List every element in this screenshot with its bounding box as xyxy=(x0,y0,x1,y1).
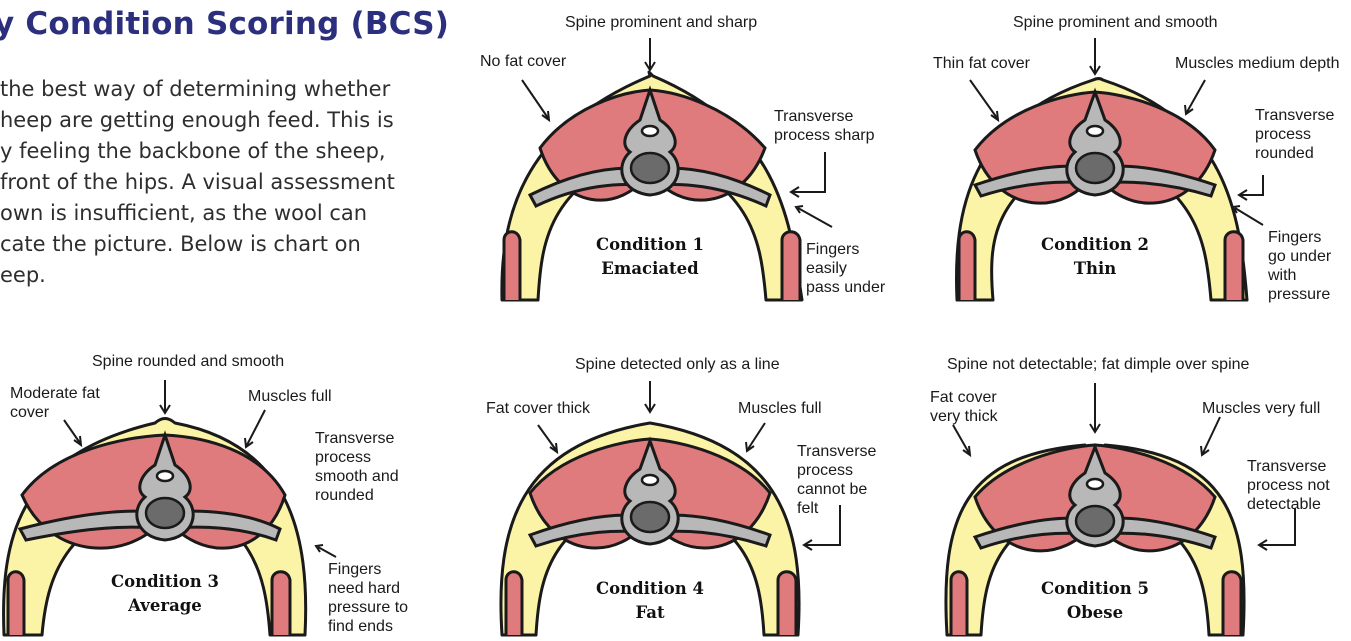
transverse-label: Transverse process smooth and rounded xyxy=(315,429,399,505)
transverse-line: Transverse xyxy=(1247,457,1330,476)
condition-title: Condition 2 Thin xyxy=(1025,233,1165,281)
condition-name: Condition 1 xyxy=(580,233,720,257)
transverse-label: Transverse process sharp xyxy=(774,107,875,145)
fingers-line: find ends xyxy=(328,617,408,636)
fat-label: Thin fat cover xyxy=(933,54,1030,73)
fingers-label: Fingers go under with pressure xyxy=(1268,228,1331,304)
fingers-line: with xyxy=(1268,266,1331,285)
spine-label: Spine prominent and smooth xyxy=(1013,13,1218,32)
condition-descriptor: Thin xyxy=(1025,257,1165,281)
transverse-line: Transverse xyxy=(1255,106,1334,125)
transverse-label: Transverse process rounded xyxy=(1255,106,1334,163)
muscles-label: Muscles medium depth xyxy=(1175,54,1340,73)
intro-line: heep are getting enough feed. This is xyxy=(0,105,470,136)
condition-title: Condition 5 Obese xyxy=(1025,577,1165,625)
fingers-line: Fingers xyxy=(1268,228,1331,247)
intro-paragraph: the best way of determining whether heep… xyxy=(0,74,470,291)
condition-1-panel: Spine prominent and sharp No fat cover T… xyxy=(480,0,920,310)
fingers-line: easily xyxy=(806,259,885,278)
transverse-line: smooth and xyxy=(315,467,399,486)
condition-name: Condition 5 xyxy=(1025,577,1165,601)
transverse-line: rounded xyxy=(1255,144,1334,163)
transverse-line: process not xyxy=(1247,476,1330,495)
fingers-line: Fingers xyxy=(328,560,408,579)
intro-line: front of the hips. A visual assessment xyxy=(0,167,470,198)
intro-line: eep. xyxy=(0,260,470,291)
fingers-line: go under xyxy=(1268,247,1331,266)
condition-title: Condition 3 Average xyxy=(95,570,235,618)
transverse-label: Transverse process not detectable xyxy=(1247,457,1330,514)
fingers-label: Fingers need hard pressure to find ends xyxy=(328,560,408,636)
fat-label: No fat cover xyxy=(480,52,566,71)
transverse-line: process xyxy=(797,461,876,480)
fat-line: Moderate fat xyxy=(10,384,100,403)
transverse-line: Transverse xyxy=(774,107,875,126)
muscles-label: Muscles full xyxy=(738,399,822,418)
transverse-line: process sharp xyxy=(774,126,875,145)
condition-descriptor: Average xyxy=(95,594,235,618)
intro-line: own is insufficient, as the wool can xyxy=(0,198,470,229)
transverse-line: detectable xyxy=(1247,495,1330,514)
transverse-line: felt xyxy=(797,499,876,518)
condition-descriptor: Emaciated xyxy=(580,257,720,281)
fat-line: Fat cover xyxy=(930,388,998,407)
condition-title: Condition 1 Emaciated xyxy=(580,233,720,281)
condition-4-panel: Spine detected only as a line Fat cover … xyxy=(480,345,920,641)
condition-5-panel: Spine not detectable; fat dimple over sp… xyxy=(925,345,1351,641)
spine-label: Spine detected only as a line xyxy=(575,355,780,374)
transverse-line: Transverse xyxy=(797,442,876,461)
muscles-label: Muscles very full xyxy=(1202,399,1320,418)
condition-title: Condition 4 Fat xyxy=(580,577,720,625)
spine-label: Spine not detectable; fat dimple over sp… xyxy=(947,355,1249,374)
transverse-line: rounded xyxy=(315,486,399,505)
transverse-line: cannot be xyxy=(797,480,876,499)
transverse-line: process xyxy=(315,448,399,467)
spine-label: Spine prominent and sharp xyxy=(565,13,757,32)
transverse-line: process xyxy=(1255,125,1334,144)
spine-label: Spine rounded and smooth xyxy=(92,352,284,371)
fingers-line: pass under xyxy=(806,278,885,297)
condition-descriptor: Obese xyxy=(1025,601,1165,625)
intro-line: the best way of determining whether xyxy=(0,74,470,105)
fat-line: cover xyxy=(10,403,100,422)
fingers-label: Fingers easily pass under xyxy=(806,240,885,297)
fingers-line: pressure to xyxy=(328,598,408,617)
fat-label: Moderate fat cover xyxy=(10,384,100,422)
page-title: y Condition Scoring (BCS) xyxy=(0,6,449,42)
condition-descriptor: Fat xyxy=(580,601,720,625)
muscles-label: Muscles full xyxy=(248,387,332,406)
fingers-line: pressure xyxy=(1268,285,1331,304)
fat-line: very thick xyxy=(930,407,998,426)
condition-name: Condition 3 xyxy=(95,570,235,594)
condition-3-panel: Spine rounded and smooth Moderate fat co… xyxy=(0,345,470,641)
fingers-line: Fingers xyxy=(806,240,885,259)
fat-label: Fat cover very thick xyxy=(930,388,998,426)
fingers-line: need hard xyxy=(328,579,408,598)
condition-name: Condition 4 xyxy=(580,577,720,601)
condition-2-panel: Spine prominent and smooth Thin fat cove… xyxy=(925,0,1351,310)
condition-name: Condition 2 xyxy=(1025,233,1165,257)
intro-line: cate the picture. Below is chart on xyxy=(0,229,470,260)
intro-line: y feeling the backbone of the sheep, xyxy=(0,136,470,167)
transverse-line: Transverse xyxy=(315,429,399,448)
transverse-label: Transverse process cannot be felt xyxy=(797,442,876,518)
fat-label: Fat cover thick xyxy=(486,399,590,418)
